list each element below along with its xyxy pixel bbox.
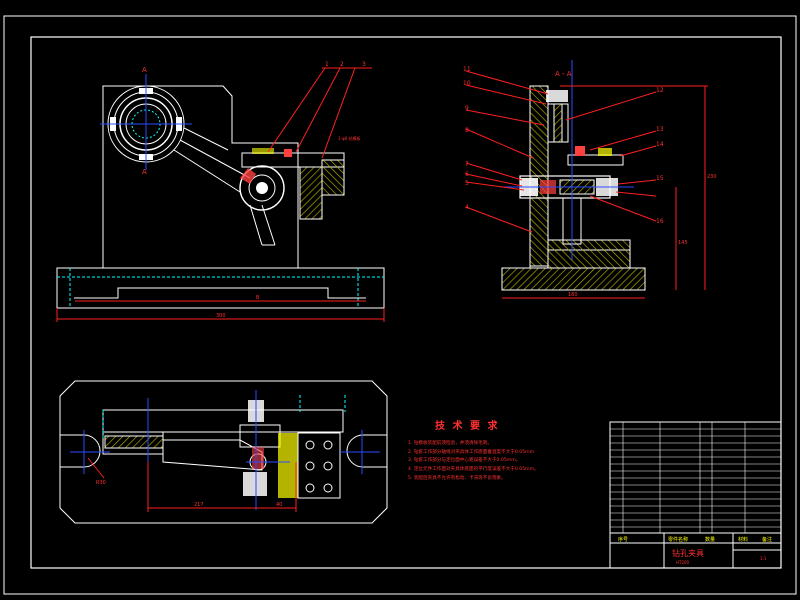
title-block: 序号 零件名称 数量 材料 备注 钻孔夹具 HT200 1:1 <box>609 421 782 569</box>
top-dim-right: 40 <box>276 502 282 508</box>
tb-header-no: 序号 <box>618 536 628 543</box>
section-balloon-15: 15 <box>656 175 664 182</box>
top-dim-bottom: 217 <box>194 502 204 508</box>
tech-note-3: 3. 钻套工作部分与定位面中心距误差不大于0.05mm。 <box>408 458 521 464</box>
section-mark-top: A <box>142 66 147 74</box>
tech-note-5: 5. 装配后夹具不允许有松动、卡滞等不良现象。 <box>408 475 506 481</box>
outer-border <box>3 15 797 595</box>
section-balloon-6: 6 <box>465 171 469 178</box>
balloon-3: 3 <box>362 61 366 68</box>
tech-note-1: 1. 钻模板装配前须检验，并须清除毛刺。 <box>408 441 492 446</box>
front-body <box>102 85 299 269</box>
front-annotation: 1-φ6 钻模板 <box>338 135 360 141</box>
section-balloon-5: 5 <box>465 180 469 187</box>
tech-title: 技 术 要 求 <box>435 421 500 432</box>
section-view: A - A <box>463 60 717 299</box>
top-view: R30 217 40 <box>59 380 388 524</box>
section-balloon-7: 7 <box>465 161 469 168</box>
tb-header-name: 零件名称 <box>668 536 688 543</box>
tech-note-2: 2. 钻套工作部分轴线对夹具体工作底面垂直度不大于0.05mm <box>408 449 535 455</box>
tb-drawing-name: 钻孔夹具 <box>672 548 704 558</box>
tech-note-4: 4. 定位元件工作面对夹具体底面的平行度误差不大于0.05mm。 <box>408 467 539 473</box>
tb-header-mat: 材料 <box>738 536 748 543</box>
top-dim-radius: R30 <box>96 480 106 486</box>
section-balloon-11: 11 <box>463 66 471 73</box>
section-balloon-4: 4 <box>465 204 469 211</box>
tb-header-remark: 备注 <box>762 536 772 543</box>
top-base-outline <box>59 380 388 524</box>
balloon-1: 1 <box>325 61 329 68</box>
front-dim-inner: B <box>256 295 260 301</box>
section-balloon-12: 12 <box>656 87 664 94</box>
technical-requirements: 技 术 要 求 1. 钻模板装配前须检验，并须清除毛刺。 2. 钻套工作部分轴线… <box>408 417 608 484</box>
front-dim-overall: 300 <box>216 313 226 319</box>
section-mark-bottom: A <box>142 168 147 176</box>
section-dim-height-1: 230 <box>707 174 717 180</box>
section-dim-height-2: 145 <box>678 240 688 246</box>
balloon-2: 2 <box>340 61 344 68</box>
section-dim-width: 180 <box>568 292 578 298</box>
front-view: A A 1 2 3 1-φ6 钻模板 300 B <box>56 61 385 322</box>
section-balloon-14: 14 <box>656 141 664 148</box>
tb-material: HT200 <box>676 560 690 565</box>
section-balloon-13: 13 <box>656 126 664 133</box>
section-title: A - A <box>555 70 572 78</box>
section-leaders <box>465 70 657 233</box>
inner-border <box>30 36 782 569</box>
section-balloon-16: 16 <box>656 218 664 225</box>
section-balloon-8: 8 <box>465 127 469 134</box>
section-balloon-9: 9 <box>465 105 469 112</box>
clamp-head <box>239 165 285 246</box>
section-balloon-10: 10 <box>463 80 471 87</box>
front-balloons <box>267 67 372 159</box>
tb-header-qty: 数量 <box>705 536 715 543</box>
tb-scale: 1:1 <box>760 556 767 561</box>
